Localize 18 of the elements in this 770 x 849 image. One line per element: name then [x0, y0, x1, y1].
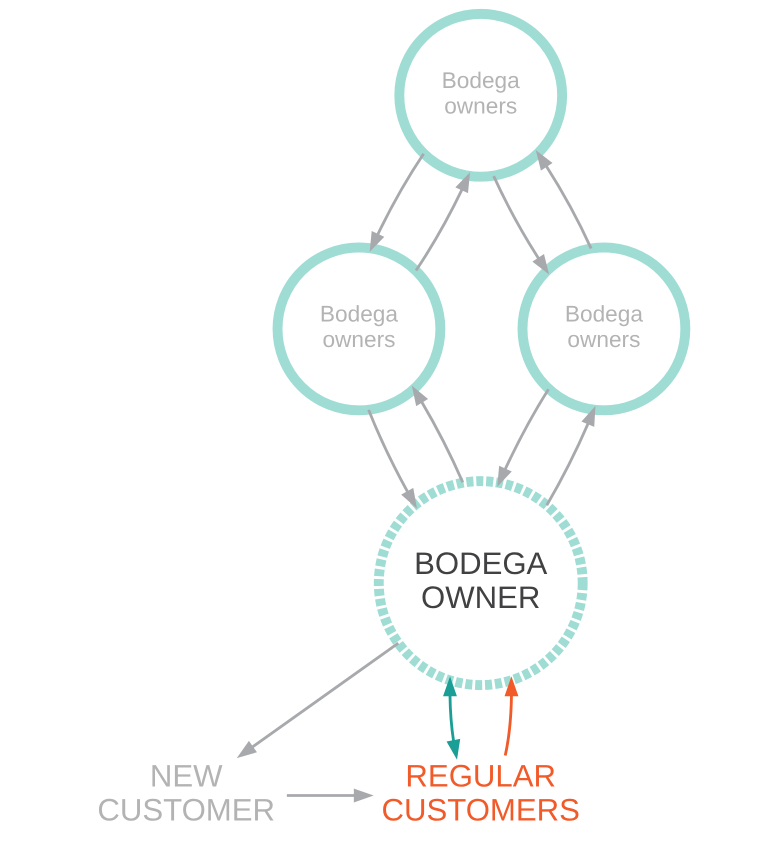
arrow: [286, 788, 374, 802]
arrow: [366, 409, 416, 509]
arrow: [535, 150, 592, 250]
node-circle: Bodega owners: [272, 242, 445, 416]
arrow: [442, 676, 460, 760]
arrow: [369, 152, 424, 252]
node-text: REGULAR CUSTOMERS: [381, 758, 580, 828]
node-circle: BODEGA OWNER: [373, 476, 588, 690]
arrow: [545, 406, 595, 506]
arrow: [411, 386, 464, 483]
node-text: NEW CUSTOMER: [96, 758, 275, 828]
arrow: [492, 176, 549, 274]
arrow: [496, 388, 550, 487]
arrow: [236, 642, 399, 758]
arrow: [414, 172, 470, 272]
arrow: [503, 676, 518, 756]
node-circle: Bodega owners: [394, 8, 567, 182]
node-circle: Bodega owners: [517, 242, 690, 416]
